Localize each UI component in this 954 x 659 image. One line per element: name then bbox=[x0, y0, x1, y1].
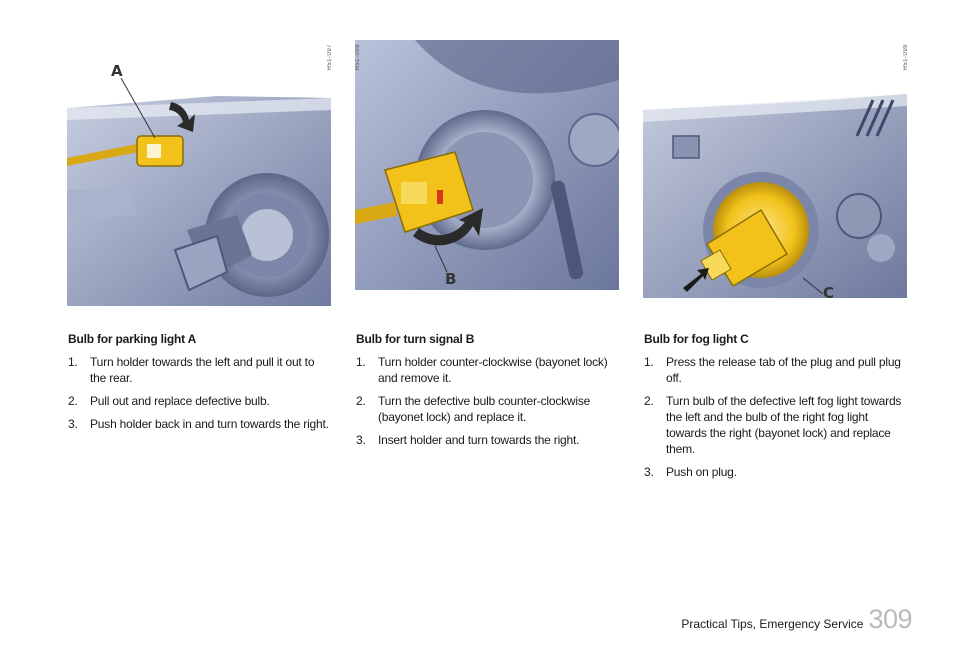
list-item: 2.Turn the defective bulb counter-clockw… bbox=[356, 394, 591, 424]
column-parking-light: H51-097 A Bulb for parking light A 1.Tur… bbox=[67, 40, 333, 439]
figure-code: H51-097 bbox=[327, 44, 333, 71]
list-item: 3.Push on plug. bbox=[644, 465, 737, 479]
list-item: 1.Turn holder counter-clockwise (bayonet… bbox=[356, 355, 608, 385]
list-item: 1.Turn holder towards the left and pull … bbox=[68, 355, 315, 385]
page-number: 309 bbox=[868, 604, 912, 634]
steps-list: 1.Turn holder towards the left and pull … bbox=[67, 354, 333, 432]
figure-fog-light: H51-099 C bbox=[643, 40, 909, 306]
steps-list: 1.Turn holder counter-clockwise (bayonet… bbox=[355, 354, 621, 448]
list-item: 2.Turn bulb of the defective left fog li… bbox=[644, 394, 902, 456]
callout-c: C bbox=[823, 284, 835, 302]
section-title: Bulb for parking light A bbox=[68, 332, 197, 346]
callout-a: A bbox=[111, 62, 123, 80]
callout-b: B bbox=[445, 270, 457, 288]
figure-turn-signal: H51-098 B bbox=[355, 40, 619, 306]
section-title: Bulb for fog light C bbox=[644, 332, 749, 346]
parking-light-illustration bbox=[67, 77, 331, 306]
figure-code: H51-098 bbox=[355, 44, 361, 71]
fog-light-illustration bbox=[643, 94, 907, 306]
turn-signal-illustration bbox=[355, 40, 619, 306]
figure-code: H51-099 bbox=[903, 44, 909, 71]
column-fog-light: H51-099 C Bulb for fog light C 1.Press t… bbox=[643, 40, 909, 487]
section-title: Bulb for turn signal B bbox=[356, 332, 475, 346]
list-item: 3.Push holder back in and turn towards t… bbox=[68, 417, 329, 431]
page-footer: Practical Tips, Emergency Service 309 bbox=[681, 604, 912, 635]
column-turn-signal: H51-098 B Bulb for turn signal B 1.Turn … bbox=[355, 40, 621, 455]
footer-section-title: Practical Tips, Emergency Service bbox=[681, 617, 864, 631]
list-item: 3.Insert holder and turn towards the rig… bbox=[356, 433, 580, 447]
list-item: 2.Pull out and replace defective bulb. bbox=[68, 394, 270, 408]
figure-parking-light: H51-097 A bbox=[67, 40, 333, 306]
list-item: 1.Press the release tab of the plug and … bbox=[644, 355, 901, 385]
steps-list: 1.Press the release tab of the plug and … bbox=[643, 354, 909, 480]
